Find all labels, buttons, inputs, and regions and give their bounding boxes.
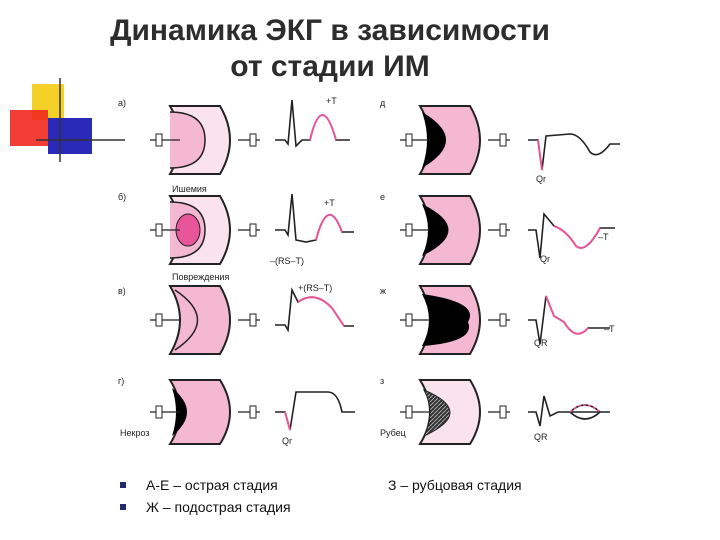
label-qr-z: QR [534,432,548,442]
label-rs-t-b: –(RS–T) [270,256,305,266]
bullet-item: Ж – подострая стадия [120,496,291,518]
panel-d [400,105,620,175]
panel-label-zh: ж [380,286,387,296]
decorative-squares [10,78,125,162]
stage-bullet-list: А-Е – острая стадия Ж – подострая стадия [120,474,291,518]
panel-label-a: а) [118,98,127,108]
panel-label-b: б) [118,192,127,202]
panel-b [150,193,354,265]
label-plus-t-b: +T [324,198,335,208]
label-qr-d: Qr [536,174,546,184]
ecg-diagram [150,99,620,445]
label-minus-t-e: –T [598,232,609,242]
label-injury: Повреждения [172,272,230,282]
bullet-text: А-Е – острая стадия [146,477,278,493]
slide-title-line-2: от стадии ИМ [230,50,430,83]
label-rs-t-v: +(RS–T) [298,283,333,293]
panel-g [150,379,355,445]
scar-stage-note: З – рубцовая стадия [388,477,522,493]
bullet-square-icon [120,504,126,510]
bullet-text: Ж – подострая стадия [146,499,291,515]
panel-e [400,195,615,265]
label-qr-e: Qr [540,254,550,264]
panel-a [150,99,350,175]
label-qr-zh: QR [534,338,548,348]
panel-zh [400,285,610,355]
ecg-figure: а) б) в) г) д е ж з Ишемия Повреждения Н… [110,90,630,460]
bullet-item: А-Е – острая стадия [120,474,291,496]
label-necrosis: Некроз [120,428,150,438]
label-minus-t-zh: –T [604,324,615,334]
slide-title-line-1: Динамика ЭКГ в зависимости [110,14,550,47]
label-ischemia: Ишемия [172,184,207,194]
panel-label-v: в) [118,286,126,296]
label-plus-t-a: +T [326,96,337,106]
panel-label-d: д [380,98,386,108]
panel-v [150,285,354,355]
panel-label-g: г) [118,376,125,386]
label-scar: Рубец [380,428,406,438]
panel-label-e: е [380,192,386,202]
label-qr-g: Qr [282,436,292,446]
panel-label-z: з [380,376,385,386]
panel-z [400,379,610,445]
bullet-square-icon [120,482,126,488]
